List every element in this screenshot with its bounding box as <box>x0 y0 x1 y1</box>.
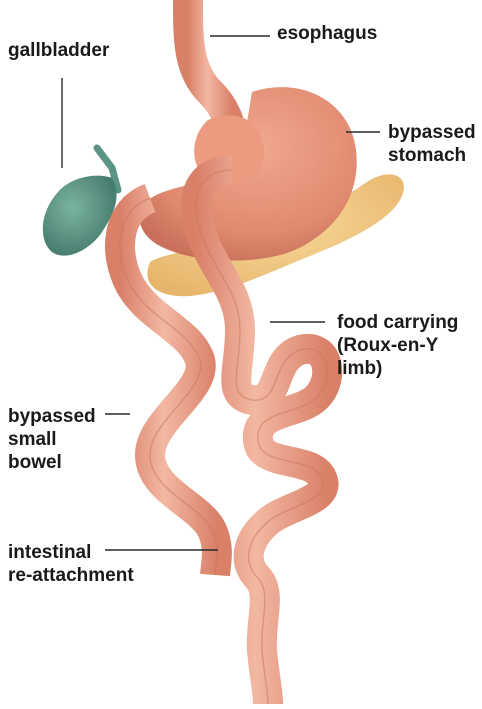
food-carrying-label-line-3: limb) <box>337 357 458 380</box>
intestinal-reattachment-label-line-2: re-attachment <box>8 564 134 587</box>
bypassed-small-bowel-label-line-2: small <box>8 428 96 451</box>
intestinal-reattachment-label: intestinal re-attachment <box>8 541 134 587</box>
bypassed-small-bowel-label: bypassed small bowel <box>8 405 96 474</box>
gallbladder-label-line: gallbladder <box>8 39 109 62</box>
bypassed-stomach-label-line-1: bypassed <box>388 121 476 144</box>
food-carrying-label-line-1: food carrying <box>337 311 458 334</box>
gallbladder-label: gallbladder <box>8 39 109 62</box>
intestinal-reattachment-label-line-1: intestinal <box>8 541 134 564</box>
bypassed-stomach-label: bypassed stomach <box>388 121 476 167</box>
esophagus-label-line: esophagus <box>277 22 377 45</box>
bypassed-small-bowel-label-line-3: bowel <box>8 451 96 474</box>
bypassed-small-bowel-label-line-1: bypassed <box>8 405 96 428</box>
bypassed-stomach-label-line-2: stomach <box>388 144 476 167</box>
food-carrying-label: food carrying (Roux-en-Y limb) <box>337 311 458 380</box>
esophagus-label: esophagus <box>277 22 377 45</box>
food-carrying-label-line-2: (Roux-en-Y <box>337 334 458 357</box>
